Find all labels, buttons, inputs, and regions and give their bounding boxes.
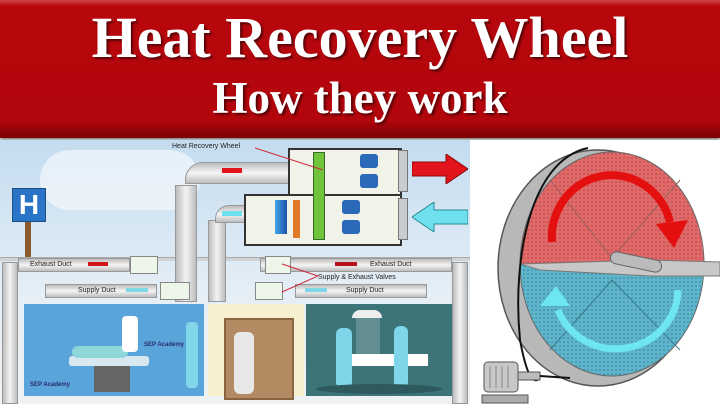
filter-blue: [275, 200, 287, 234]
exhaust-valve-left: [130, 256, 158, 274]
supply-valve-right: [255, 282, 283, 300]
valves-leader-lines: [281, 263, 320, 293]
exhaust-valve-right: [265, 256, 291, 274]
fan-4: [342, 220, 360, 234]
operating-room: [306, 304, 452, 396]
heat-recovery-wheel-unit: [313, 152, 325, 240]
supply-duct-arrow-right: [305, 288, 327, 292]
operating-table: [350, 354, 428, 366]
hospital-h-icon: H: [18, 189, 40, 220]
exhaust-duct-left: [18, 258, 130, 272]
surgeon-1: [336, 328, 352, 388]
logo-text: SEP Academy: [30, 382, 71, 388]
doctor: [122, 316, 138, 352]
label-heat-recovery-wheel: Heat Recovery Wheel: [172, 143, 241, 150]
motor-pulley: [517, 371, 541, 381]
bed-base: [94, 366, 130, 392]
supply-duct-left: [45, 284, 157, 298]
staff-member: [234, 332, 254, 394]
fan-3: [342, 200, 360, 214]
supply-riser-pipe: [208, 220, 226, 302]
label-supply-duct-right: Supply Duct: [346, 287, 384, 294]
hospital-sign-post: [25, 220, 31, 257]
exhaust-duct-arrow-right: [335, 262, 357, 266]
wheel-illustration: [470, 140, 720, 404]
title: Heat Recovery Wheel: [91, 5, 629, 70]
bed: [69, 356, 149, 366]
heat-recovery-wheel-diagram: [481, 147, 720, 404]
label-exhaust-duct-right: Exhaust Duct: [370, 261, 412, 268]
damper-bottom: [398, 198, 408, 240]
side-pipe-left: [2, 262, 18, 404]
subtitle: How they work: [212, 73, 508, 123]
hvac-diagram: H Heat Recovery Wheel Exhaust Duct Exhau…: [0, 140, 470, 404]
cold-arrow-head-icon: [540, 286, 570, 306]
fresh-air-in-arrow-icon: [412, 202, 468, 232]
surgeon-2: [394, 326, 408, 388]
exhaust-riser-pipe: [175, 185, 197, 302]
label-supply-duct-left: Supply Duct: [78, 287, 116, 294]
hot-rotation-arrow: [547, 171, 674, 243]
exhaust-flow-arrow: [222, 168, 242, 173]
label-exhaust-duct-left: Exhaust Duct: [30, 261, 72, 268]
logo-text-2: SEP Academy: [144, 342, 185, 348]
supply-duct-right: [295, 284, 427, 298]
damper-top: [398, 150, 408, 192]
supply-valve-left: [160, 282, 190, 300]
patient-room: SEP Academy SEP Academy: [24, 304, 204, 396]
floor-shadow: [316, 384, 442, 394]
cloud: [40, 150, 200, 210]
fan-2: [360, 174, 378, 188]
nurse: [186, 322, 198, 388]
title-banner: Heat Recovery Wheel How they work: [0, 0, 720, 138]
roof-line: [0, 257, 470, 261]
filter-orange: [293, 200, 300, 238]
leader-line: [255, 147, 324, 171]
label-valves: Supply & Exhaust Valves: [318, 274, 396, 281]
fan-1: [360, 154, 378, 168]
hospital-sign: H: [12, 188, 46, 222]
cold-rotation-arrow: [554, 289, 682, 353]
exhaust-out-arrow-icon: [412, 154, 468, 184]
supply-flow-arrow: [222, 211, 242, 216]
motor-base: [481, 394, 529, 404]
supply-duct-arrow-left: [126, 288, 148, 292]
hot-arrow-head-icon: [656, 220, 688, 248]
wheel-shaft: [609, 251, 663, 273]
exhaust-duct-arrow-left: [88, 262, 108, 266]
motor-body: [483, 361, 519, 393]
patient: [72, 346, 128, 358]
corridor: [208, 304, 304, 400]
wheel-cold-half: [519, 263, 705, 377]
surgical-light: [352, 310, 382, 318]
side-pipe-right: [452, 262, 468, 404]
